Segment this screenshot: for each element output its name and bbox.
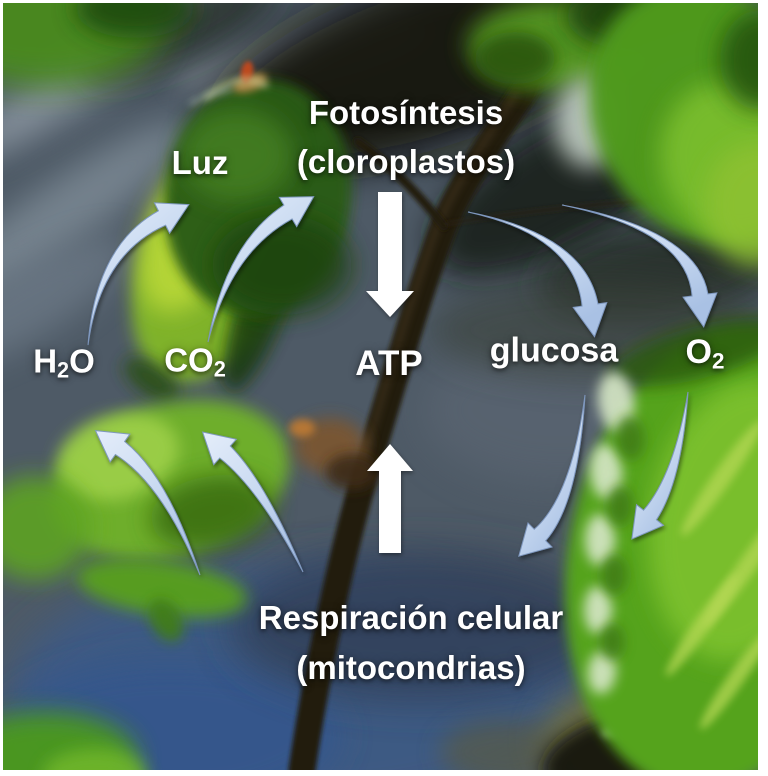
label-h2o-post: O: [69, 342, 95, 380]
label-atp: ATP: [355, 343, 423, 383]
top-left-foliage: [3, 3, 195, 87]
arrow-photosynthesis-to-glucosa-icon: [467, 211, 608, 338]
respiration-title-line1: Respiración celular: [258, 599, 564, 636]
label-co2: CO2: [164, 342, 226, 381]
label-h2o: H2O: [33, 343, 95, 382]
arrow-glucosa-to-respiration-icon: [518, 394, 586, 557]
diagram-arrows: [87, 192, 718, 576]
arrow-h2o-to-photosynthesis-icon: [87, 202, 190, 346]
center-dark-leaf: [164, 61, 352, 315]
photosynthesis-title: Fotosíntesis (cloroplastos): [297, 88, 515, 186]
respiration-title: Respiración celular (mitocondrias): [259, 593, 563, 693]
block-arrows: [366, 192, 414, 553]
label-co2-pre: CO: [164, 341, 214, 379]
arrow-respiration-to-atp-icon: [367, 444, 413, 553]
label-glucosa: glucosa: [489, 331, 619, 370]
arrow-co2-to-photosynthesis-icon: [207, 196, 315, 343]
bottom-right-leaf: [564, 317, 758, 770]
arrow-o2-to-respiration-icon: [631, 391, 689, 540]
photo-foliage: [3, 3, 758, 770]
label-o2: O2: [685, 332, 725, 374]
label-h2o-pre: H: [33, 342, 58, 380]
photosynthesis-title-line2: (cloroplastos): [296, 143, 516, 180]
label-o2-pre: O: [685, 332, 712, 371]
arrow-respiration-to-h2o-icon: [94, 430, 201, 576]
label-h2o-sub: 2: [57, 357, 70, 383]
label-luz: Luz: [171, 143, 229, 181]
photosynthesis-title-line1: Fotosíntesis: [308, 94, 504, 131]
label-o2-sub: 2: [711, 348, 725, 374]
top-right-foliage: [468, 3, 758, 267]
respiration-title-line2: (mitocondrias): [296, 649, 526, 686]
branch: [288, 72, 758, 770]
curved-arrows: [87, 196, 718, 576]
arrow-photosynthesis-to-atp-icon: [366, 192, 414, 317]
label-co2-sub: 2: [213, 356, 226, 382]
photo-background: [3, 3, 758, 770]
arrow-photosynthesis-to-o2-icon: [561, 204, 718, 328]
arrow-respiration-to-co2-icon: [201, 431, 304, 573]
